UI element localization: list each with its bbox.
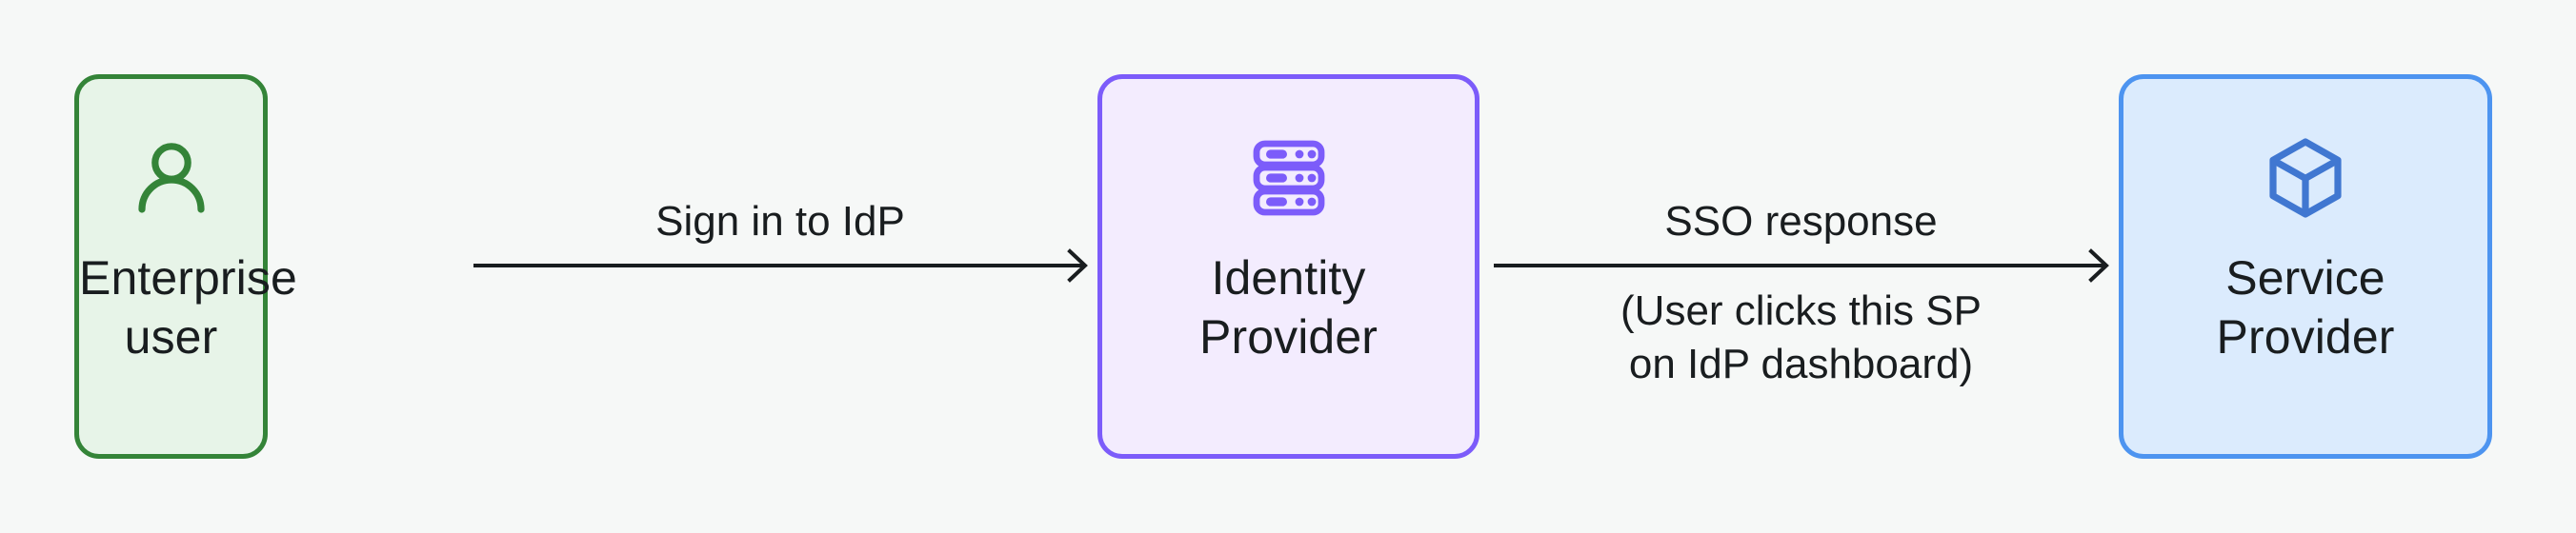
node-label-enterprise-user: Enterprise user — [79, 251, 297, 364]
node-service-provider[interactable]: Service Provider — [2119, 74, 2492, 459]
node-enterprise-user[interactable]: Enterprise user — [74, 74, 297, 459]
edge-sso-response: SSO response (User clicks this SP on IdP… — [1494, 198, 2109, 387]
cube-icon — [2269, 138, 2342, 218]
edge-label-sso-response: SSO response — [1664, 198, 1938, 245]
node-label-identity-provider: Identity Provider — [1199, 251, 1378, 364]
edge-sign-in-to-idp: Sign in to IdP — [473, 198, 1088, 283]
arrow-right-icon — [1494, 248, 2109, 283]
node-label-service-provider: Service Provider — [2216, 251, 2395, 364]
node-identity-provider[interactable]: Identity Provider — [1097, 74, 1479, 459]
edge-label-sso-response-note: (User clicks this SP on IdP dashboard) — [1620, 287, 1982, 387]
user-icon — [137, 143, 205, 213]
arrow-right-icon — [473, 248, 1088, 283]
server-rack-icon — [1253, 140, 1324, 216]
edge-label-sign-in-to-idp: Sign in to IdP — [655, 198, 905, 245]
